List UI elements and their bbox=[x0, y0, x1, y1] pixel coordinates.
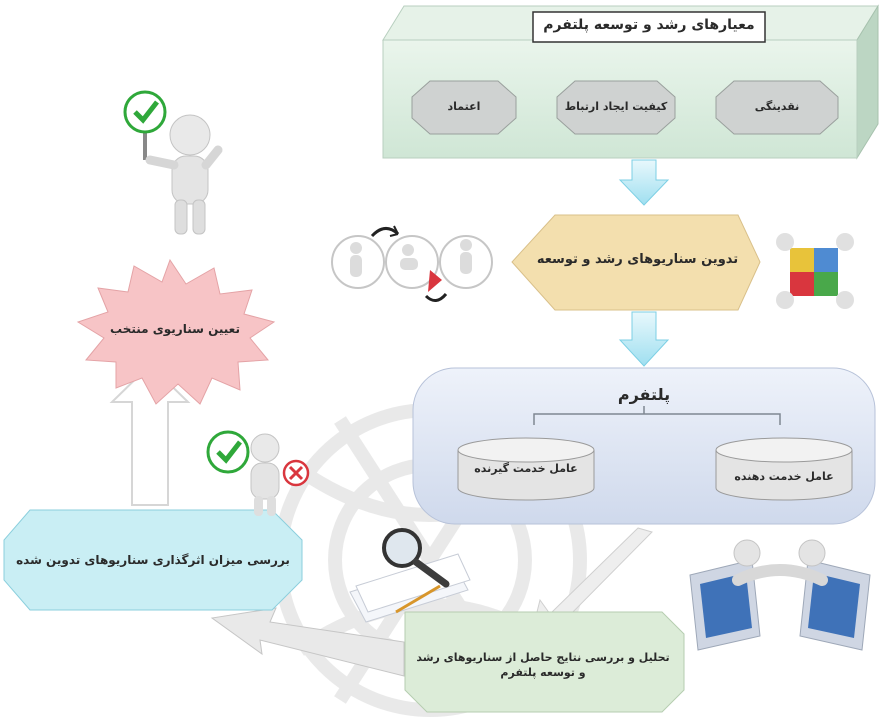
criteria-title: معیارهای رشد و توسعه پلتفرم bbox=[543, 17, 755, 33]
platform-connector bbox=[533, 406, 781, 425]
impact-review-label: بررسی میزان اثرگذاری سناریوهای تدوین شده bbox=[16, 553, 290, 567]
platform-title: پلتفرم bbox=[617, 385, 671, 404]
criterion-liquidity: نقدینگی bbox=[754, 100, 800, 113]
star-select-shape bbox=[76, 258, 276, 405]
magnifier-papers bbox=[349, 528, 471, 623]
analysis-box-shape bbox=[404, 611, 685, 713]
puzzle-figures bbox=[776, 233, 854, 309]
impact-box-shape bbox=[3, 509, 303, 611]
cylinder-consumer bbox=[457, 437, 595, 501]
cylinder-provider bbox=[715, 437, 853, 501]
criteria-title-callout bbox=[532, 11, 766, 43]
octagon-trust bbox=[411, 80, 517, 135]
criterion-trust: اعتماد bbox=[447, 100, 481, 113]
handshake-laptops bbox=[689, 539, 871, 651]
criterion-connection-quality: کیفیت ایجاد ارتباط bbox=[564, 100, 668, 113]
select-scenario-label: تعیین سناریوی منتخب bbox=[110, 322, 240, 336]
decision-figure bbox=[206, 430, 310, 516]
presenter-figure bbox=[123, 90, 223, 235]
arrow-down-1 bbox=[618, 159, 670, 206]
scenario-development-label: تدوین سناریوهای رشد و توسعه bbox=[536, 252, 739, 267]
hexagon-scenario-shape bbox=[511, 214, 761, 311]
consumer-label: عامل خدمت گیرنده bbox=[474, 462, 578, 475]
octagon-connection-quality bbox=[556, 80, 676, 135]
octagon-liquidity bbox=[715, 80, 839, 135]
arrow-down-2 bbox=[618, 311, 670, 367]
analysis-label: تحلیل و بررسی نتایج حاصل از سناریوهای رش… bbox=[416, 651, 670, 679]
provider-label: عامل خدمت دهنده bbox=[734, 470, 834, 483]
arrow-analysis-to-impact bbox=[210, 607, 405, 677]
cycle-figures bbox=[331, 225, 493, 302]
